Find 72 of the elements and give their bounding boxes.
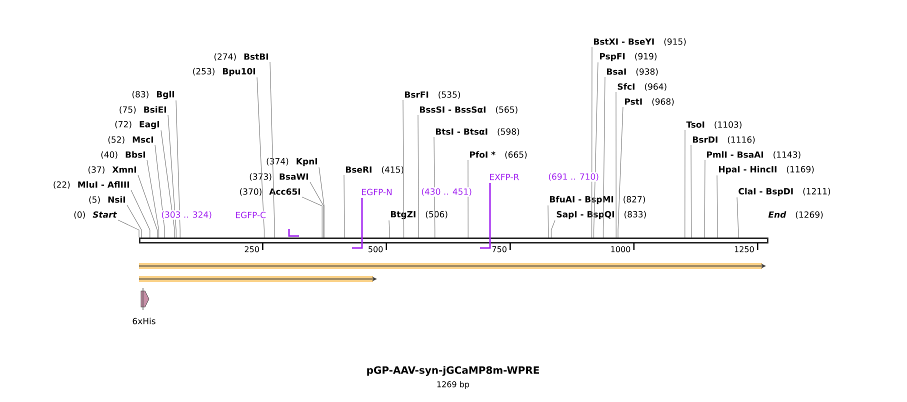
site-label: SapI - BspQI (833) [556, 210, 646, 220]
leader-line [704, 160, 706, 238]
leader-line [154, 144, 165, 238]
site-label: PmlI - BsaAI (1143) [707, 151, 800, 159]
feature-label: 6xHis [132, 318, 156, 324]
primer-label: (303 .. 324) [160, 210, 213, 220]
site-label: SfcI (964) [618, 83, 666, 91]
primer-label: EGFP-N [360, 188, 394, 196]
site-label: BsrDI (1116) [693, 136, 755, 144]
leader-line [402, 100, 404, 238]
leader-line [618, 106, 624, 238]
leader-line [160, 130, 175, 238]
site-label: (37) XmnI [88, 166, 136, 174]
site-label: BssSI - BssSαI (565) [420, 106, 518, 114]
site-label: (40) BbsI [101, 151, 146, 159]
site-label: (72) EagI [115, 120, 160, 130]
site-label: BsaI (938) [607, 68, 658, 76]
leader-line [344, 174, 345, 238]
primer-label: EGFP-C [234, 210, 267, 220]
site-label: (83) BglI [132, 90, 174, 100]
leader-line [418, 114, 419, 238]
site-label: PspFI (919) [600, 52, 657, 62]
site-label: (373) BsaWI [250, 173, 308, 181]
leader-line [548, 205, 549, 238]
leader-line [602, 76, 606, 238]
leader-line [146, 160, 160, 238]
site-label: BseRI (415) [346, 166, 404, 174]
site-label: (75) BsiEI [120, 106, 166, 114]
site-label: (370) Acc65I [240, 188, 300, 196]
leader-line [168, 114, 176, 238]
leader-line [690, 144, 692, 238]
leader-line [716, 175, 718, 238]
site-label: TsoI (1103) [686, 121, 742, 129]
leader-line [138, 174, 158, 238]
map-title: pGP-AAV-syn-jGCaMP8m-WPRE [367, 366, 539, 376]
leader-line [684, 130, 686, 238]
site-label: BtsI - BtsαI (598) [436, 128, 520, 136]
site-label: (374) KpnI [266, 158, 318, 166]
sequence-bar [139, 238, 768, 244]
site-label: (0) Start [74, 211, 118, 219]
site-label: PstI (968) [625, 98, 674, 106]
site-label: End (1269) [768, 211, 823, 219]
leader-line [736, 197, 739, 238]
leader-line [302, 196, 322, 238]
site-label: (5) NsiI [89, 196, 126, 204]
site-label: (52) MscI [108, 136, 154, 144]
site-label: (274) BstBI [214, 53, 268, 61]
leader-line [256, 77, 264, 238]
site-label: HpaI - HincII (1169) [719, 166, 814, 174]
leader-line [130, 190, 150, 238]
leader-line [126, 204, 142, 238]
primer-label: EXFP-R [488, 172, 520, 182]
leader-line [318, 167, 324, 238]
leader-line [270, 62, 275, 238]
leader-line [594, 62, 598, 238]
site-label: BsrFI (535) [405, 91, 460, 99]
leader-line [176, 100, 180, 238]
leader-line [550, 220, 556, 238]
site-label: BtgZI (506) [391, 210, 448, 220]
site-label: PfoI * (665) [470, 151, 527, 159]
site-label: BstXI - BseYI (915) [594, 38, 686, 46]
primer-label: (430 .. 451) [420, 187, 473, 197]
site-label: ClaI - BspDI (1211) [738, 188, 830, 196]
primer-label: (691 .. 710) [547, 172, 600, 182]
site-label: (22) MluI - AflIII [54, 181, 130, 189]
site-label: (253) Bpu10I [193, 68, 256, 76]
sequence-length: 1269 bp [437, 381, 470, 389]
leader-line [388, 220, 390, 238]
leader-line [310, 182, 324, 238]
site-label: BfuAI - BspMI (827) [550, 196, 645, 204]
leader-line [434, 136, 436, 238]
leader-line [118, 220, 140, 238]
